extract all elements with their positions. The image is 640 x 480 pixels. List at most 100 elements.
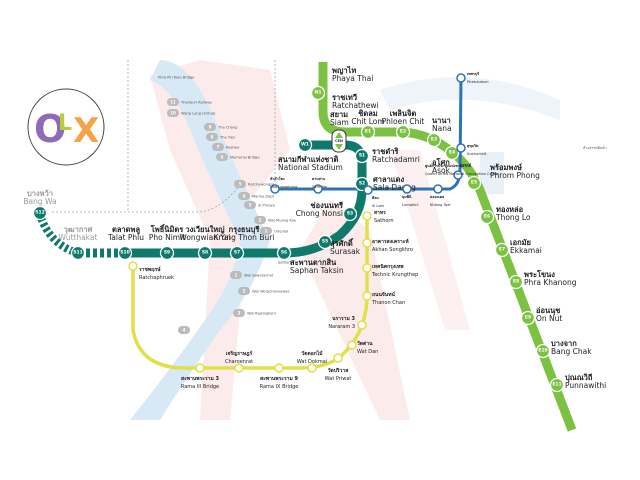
station-marker[interactable] <box>270 184 280 194</box>
brt-station-wat-dokmai[interactable]: วัดดอกไม้Wat Dokmai <box>297 350 327 373</box>
station-marker[interactable] <box>117 245 133 261</box>
station-marker[interactable] <box>426 132 442 148</box>
station-marker[interactable] <box>535 343 551 359</box>
station-marker[interactable] <box>395 124 411 140</box>
station-marker[interactable] <box>32 205 48 221</box>
brt-station-ratchaphruek[interactable]: ราชพฤกษ์Ratchaphruek <box>128 261 174 281</box>
station-marker[interactable] <box>362 291 372 301</box>
station-marker[interactable] <box>453 170 463 180</box>
station-marker[interactable] <box>307 363 317 373</box>
mrt-station-lumphini[interactable]: ลุมพินีLumphini <box>402 184 419 207</box>
station-marker[interactable] <box>276 245 292 261</box>
station-marker[interactable] <box>297 137 313 153</box>
station-marker[interactable] <box>357 320 367 330</box>
interchange-marker[interactable] <box>331 129 347 153</box>
brt-station-akhan-songkhro[interactable]: อาคารสงเคราะห์Akhan Songkhro <box>362 238 413 253</box>
station-marker[interactable] <box>402 184 412 194</box>
station-marker[interactable] <box>313 184 323 194</box>
pier-sathorn[interactable]: Sathorn <box>278 261 292 265</box>
station-marker[interactable] <box>128 261 138 271</box>
pier-unnamed[interactable]: 4 <box>178 326 190 334</box>
station-marker[interactable] <box>479 209 495 225</box>
station-marker[interactable] <box>274 363 284 373</box>
station-marker[interactable] <box>310 85 326 101</box>
station-marker[interactable] <box>362 211 372 221</box>
station-marker[interactable] <box>456 143 466 153</box>
station-marker[interactable] <box>363 185 373 195</box>
station-marker[interactable] <box>494 242 510 258</box>
station-marker[interactable] <box>195 363 205 373</box>
brt-station-charoenrat[interactable]: เจริญราษฎร์Charoenrat <box>225 350 253 373</box>
station-marker[interactable] <box>433 184 443 194</box>
station-marker[interactable] <box>333 353 343 363</box>
station-marker[interactable] <box>197 245 213 261</box>
station-marker[interactable] <box>360 124 376 140</box>
station-marker[interactable] <box>354 148 370 164</box>
mrt-station-phetchaburi[interactable]: เพชรบุรีPhetchaburi <box>456 71 489 84</box>
station-marker[interactable] <box>456 73 466 83</box>
station-marker[interactable] <box>508 274 524 290</box>
station-chong-nonsi[interactable]: S3ช่องนนทรีChong Nonsi <box>296 201 358 222</box>
station-marker[interactable] <box>347 340 357 350</box>
station-marker[interactable] <box>342 206 358 222</box>
station-on-nut[interactable]: E9อ่อนนุชOn Nut <box>520 306 563 326</box>
station-marker[interactable] <box>70 245 86 261</box>
station-marker[interactable] <box>234 363 244 373</box>
mrt-station-queen-sirikit-national-convention-center[interactable]: ศูนย์การประชุมแห่งชาติสิริกิติ์Queen Sir… <box>425 163 500 180</box>
station-marker[interactable] <box>466 175 482 191</box>
station-marker[interactable] <box>362 238 372 248</box>
station-marker[interactable] <box>159 245 175 261</box>
station-marker[interactable] <box>520 310 536 326</box>
pier-phra-pin-klao-bridge[interactable]: Phra Pin Klao Bridge <box>158 76 195 80</box>
station-marker[interactable] <box>549 377 565 393</box>
station-marker[interactable] <box>317 234 333 250</box>
